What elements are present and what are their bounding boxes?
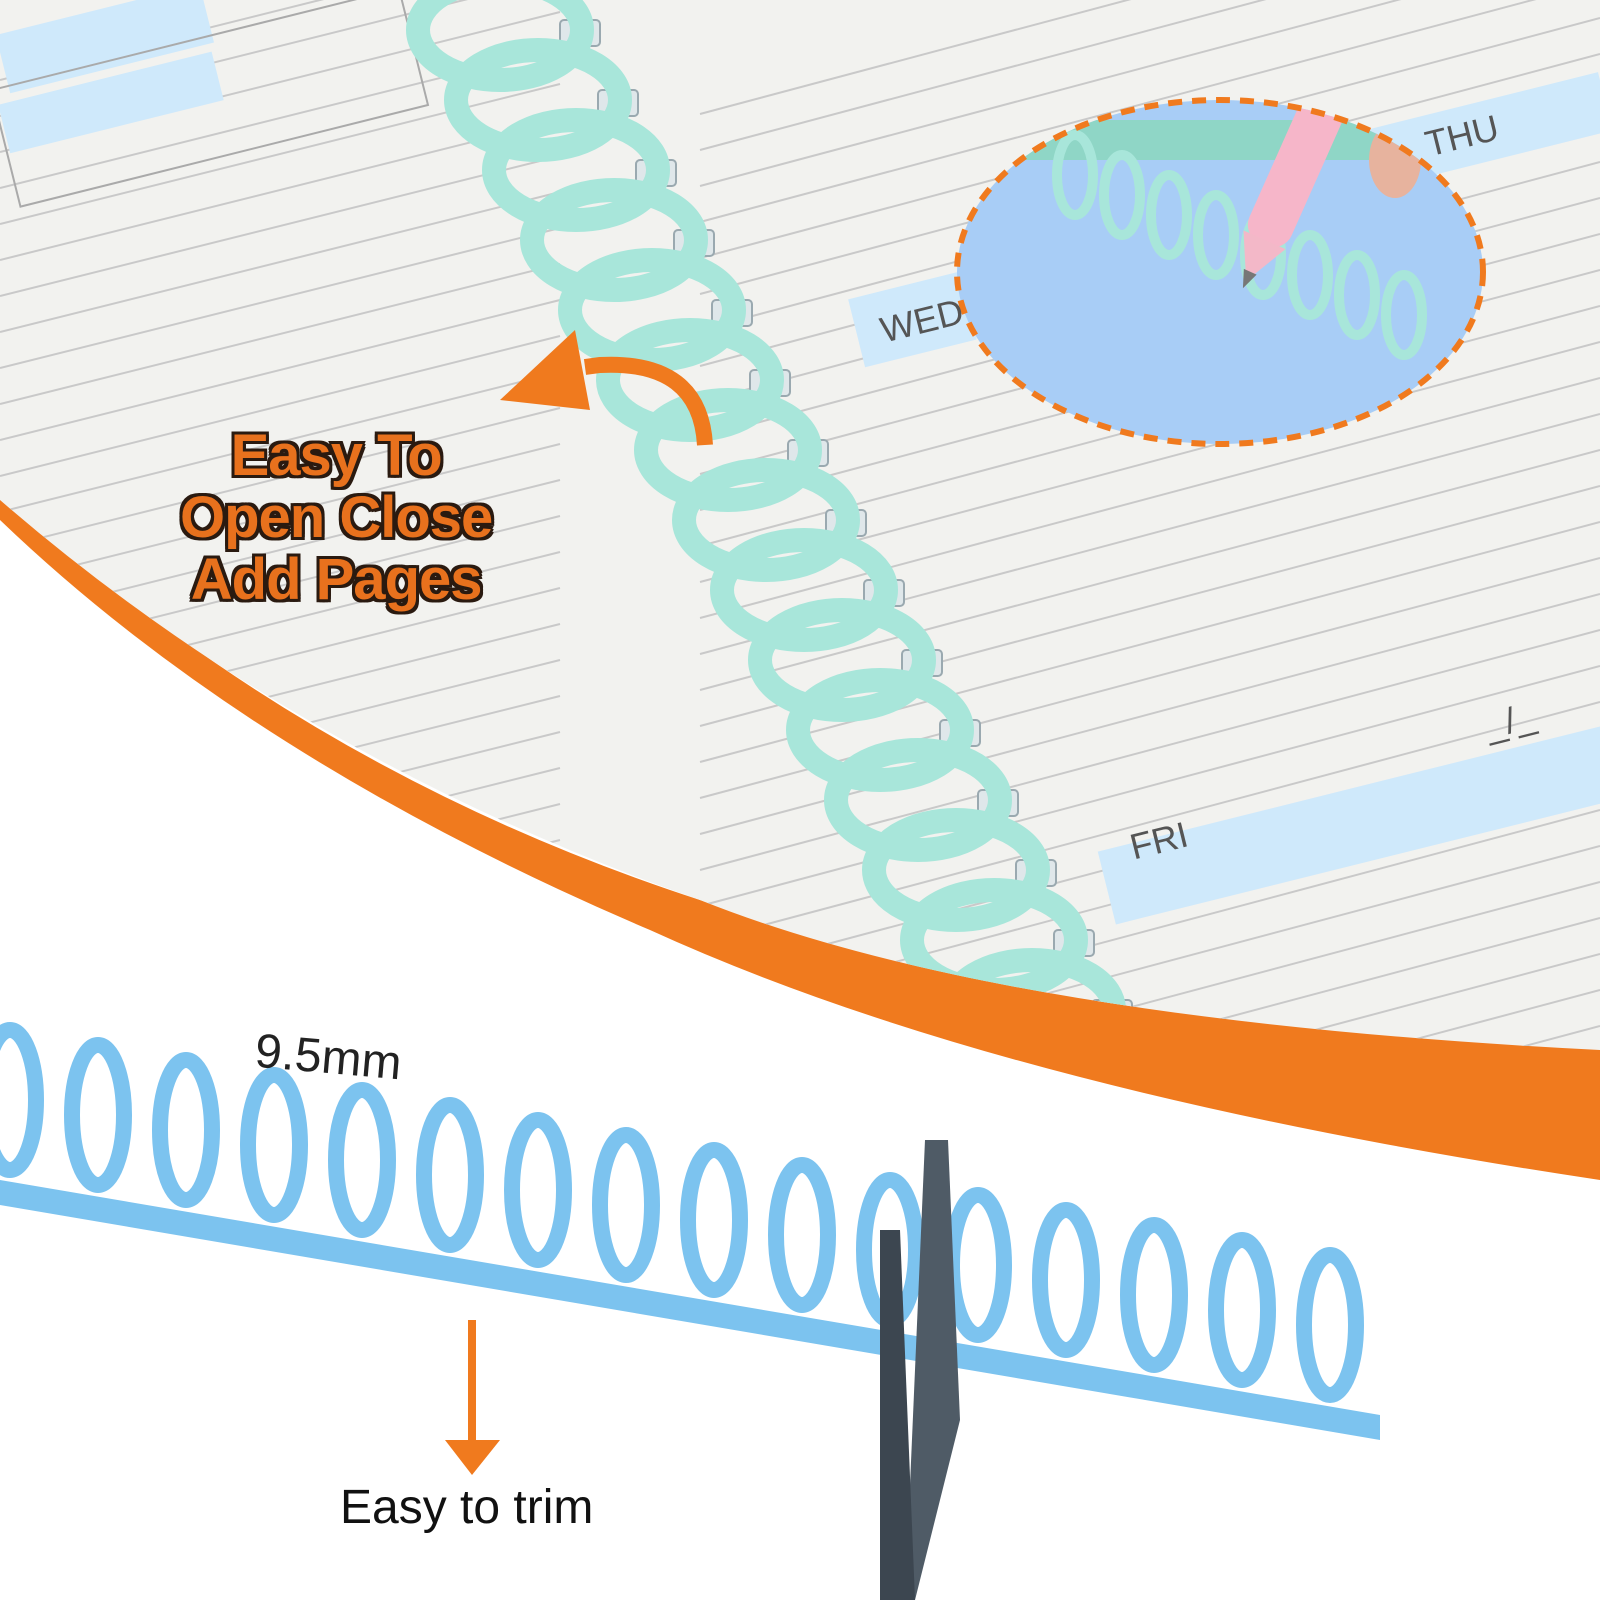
callout-line: Open Close — [180, 485, 493, 550]
teal-ring — [786, 668, 974, 792]
zoom-ring — [1193, 190, 1239, 280]
scissors-icon — [880, 1140, 960, 1600]
ruled-line — [699, 953, 1600, 1050]
ruled-line — [699, 881, 1600, 1050]
callout-line: Easy To — [230, 423, 443, 488]
open-close-callout: Easy To Open Close Add Pages — [180, 423, 493, 612]
zoom-ring — [1099, 150, 1145, 240]
ruled-line — [699, 701, 1600, 943]
ruled-line — [0, 299, 561, 441]
teal-ring — [558, 248, 746, 372]
blue-ring — [504, 1112, 572, 1268]
blue-ring — [1032, 1202, 1100, 1358]
ruled-line — [699, 377, 1600, 619]
zoom-ring — [1381, 270, 1427, 360]
ruled-line — [699, 449, 1600, 691]
blue-ring — [0, 1022, 44, 1178]
blue-ring — [1208, 1232, 1276, 1388]
zoom-ring — [1052, 130, 1098, 220]
curved-arrow-icon — [500, 330, 713, 446]
ruled-line — [0, 839, 561, 981]
ruled-line — [699, 0, 1600, 151]
blue-ring — [328, 1082, 396, 1238]
teal-ring — [824, 738, 1012, 862]
ruled-line — [699, 593, 1600, 835]
zoom-ring — [1287, 230, 1333, 320]
blue-ring — [152, 1052, 220, 1208]
teal-ring — [482, 108, 670, 232]
ruled-line — [699, 0, 1600, 223]
blue-ring — [592, 1127, 660, 1283]
blue-ring — [1120, 1217, 1188, 1373]
zoom-ring — [1334, 250, 1380, 340]
ruled-line — [0, 263, 561, 405]
blue-ring — [240, 1067, 308, 1223]
down-arrow-icon — [445, 1320, 500, 1475]
ruled-line — [699, 665, 1600, 907]
ruled-line — [0, 875, 561, 1017]
pen-icon — [1242, 100, 1347, 289]
teal-ring — [444, 38, 632, 162]
blue-ring — [64, 1037, 132, 1193]
teal-ring — [862, 808, 1050, 932]
teal-ring — [634, 388, 822, 512]
callout-line: Add Pages — [190, 547, 483, 612]
teal-ring — [672, 458, 860, 582]
blue-ring — [1296, 1247, 1364, 1403]
ruled-line — [0, 371, 561, 513]
blue-ring — [768, 1157, 836, 1313]
ruled-line — [0, 155, 561, 297]
ruled-line — [0, 443, 561, 585]
blue-ring — [680, 1142, 748, 1298]
blue-binding-strip — [0, 1022, 1380, 1440]
ruled-line — [699, 0, 1600, 115]
ruled-line — [0, 335, 561, 477]
teal-ring — [406, 0, 594, 92]
blue-ring — [944, 1187, 1012, 1343]
ruled-line — [0, 227, 561, 369]
trim-label: Easy to trim — [340, 1481, 594, 1534]
zoom-ring — [1146, 170, 1192, 260]
teal-ring — [748, 598, 936, 722]
zoom-circle — [954, 97, 1486, 447]
ruled-line — [0, 191, 561, 333]
teal-ring — [710, 528, 898, 652]
blue-ring — [416, 1097, 484, 1253]
ruled-line — [700, 1170, 1600, 1410]
ruled-line — [699, 521, 1600, 763]
ruled-line — [0, 119, 561, 261]
ruled-line — [699, 989, 1600, 1050]
teal-ring — [596, 318, 784, 442]
ruled-line — [699, 0, 1600, 187]
ruled-line — [0, 407, 561, 549]
teal-ring — [520, 178, 708, 302]
